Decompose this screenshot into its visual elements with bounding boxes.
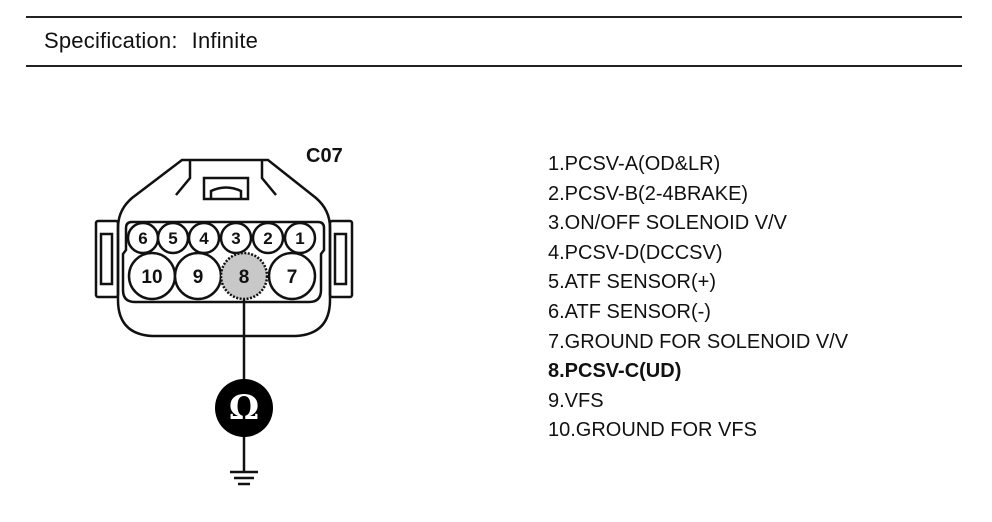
- connector-name: C07: [306, 145, 343, 167]
- pin-assignment-3: 3.ON/OFF SOLENOID V/V: [548, 212, 787, 235]
- pin-assignment-7: 7.GROUND FOR SOLENOID V/V: [548, 330, 849, 353]
- pin-4: 4: [187, 221, 221, 255]
- connector-side-ear-right: [328, 219, 354, 299]
- pin-number: 7: [287, 267, 298, 288]
- specification-label: Specification:: [44, 28, 178, 53]
- ohmmeter-icon: Ω: [215, 379, 273, 437]
- pin-6: 6: [126, 221, 160, 255]
- pin-number: 4: [199, 229, 209, 248]
- pin-9: 9: [173, 251, 223, 301]
- pin-assignment-list: 1.PCSV-A(OD&LR) 2.PCSV-B(2-4BRAKE) 3.ON/OF…: [548, 150, 848, 446]
- top-rule: [26, 16, 962, 18]
- pin-number: 10: [141, 267, 162, 288]
- specification-value: Infinite: [191, 28, 259, 53]
- pin-number: 3: [231, 229, 240, 248]
- pin-number: 6: [138, 229, 147, 248]
- pin-10: 10: [127, 251, 177, 301]
- pin-8: 8: [219, 251, 269, 301]
- pin-assignment-1: 1.PCSV-A(OD&LR): [548, 153, 721, 175]
- pin-number: 8: [239, 267, 250, 288]
- pin-3: 3: [219, 221, 253, 255]
- pin-assignment-10: 10.GROUND FOR VFS: [548, 419, 757, 442]
- pin-5: 5: [156, 221, 190, 255]
- header-rule: [26, 65, 962, 67]
- connector-side-ear-left: [94, 219, 120, 299]
- ground-icon: [230, 470, 258, 486]
- pin-assignment-9: 9.VFS: [548, 389, 604, 412]
- pin-assignment-6: 6.ATF SENSOR(-): [548, 300, 711, 323]
- pin-number: 1: [295, 229, 304, 248]
- pin-assignment-2: 2.PCSV-B(2-4BRAKE): [548, 182, 749, 205]
- pin-assignment-5: 5.ATF SENSOR(+): [548, 271, 716, 294]
- pin-assignment-4: 4.PCSV-D(DCCSV): [548, 241, 723, 264]
- connector-housing: [116, 158, 332, 338]
- pin-number: 9: [193, 267, 204, 288]
- pin-1: 1: [283, 221, 317, 255]
- specification-line: Specification: Infinite: [44, 28, 258, 54]
- ohmmeter-symbol: Ω: [229, 388, 259, 428]
- pin-7: 7: [267, 251, 317, 301]
- pin-number: 2: [263, 229, 272, 248]
- pin-number: 5: [168, 229, 177, 248]
- pin-cavity-outline: [121, 220, 326, 304]
- pin-2: 2: [251, 221, 285, 255]
- pin-assignment-8: 8.PCSV-C(UD): [548, 360, 682, 383]
- connector-latch: [175, 161, 277, 201]
